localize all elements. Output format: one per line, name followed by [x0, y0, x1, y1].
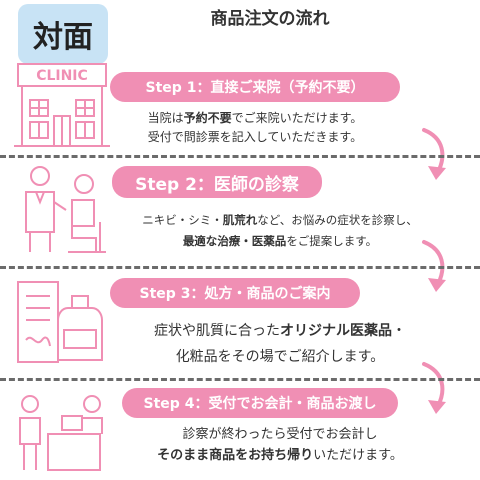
doctor-patient-icon [25, 166, 106, 253]
step-1-description: 当院は予約不要でご来院いただけます。 受付で問診票を記入していただきます。 [147, 111, 363, 144]
section-divider [0, 266, 480, 269]
section-divider [0, 378, 480, 381]
page-title: 商品注文の流れ [210, 9, 330, 29]
mode-badge: 対面 [18, 4, 108, 64]
step-3-description: 症状や肌質に合ったオリジナル医薬品・ 化粧品をその場でご紹介します。 [154, 323, 406, 365]
curved-arrow-icon [422, 362, 446, 414]
clinic-icon: CLINIC [14, 63, 110, 147]
step-4-description: 診察が終わったら受付でお会計し そのまま商品をお持ち帰りいただけます。 [157, 427, 403, 463]
step-3-label: Step 3：処方・商品のご案内 [110, 278, 360, 308]
step-4-label: Step 4：受付でお会計・商品お渡し [122, 388, 398, 418]
curved-arrow-icon [422, 128, 446, 180]
step-1-label: Step 1：直接ご来院（予約不要） [110, 72, 400, 102]
step-2-description: ニキビ・シミ・肌荒れなど、お悩みの症状を診察し、 最適な治療・医薬品をご提案しま… [142, 213, 418, 248]
prescription-bottle-icon [17, 281, 103, 363]
step-2-label: Step 2：医師の診察 [112, 166, 322, 198]
reception-counter-icon [19, 395, 103, 471]
section-divider [0, 155, 480, 158]
clinic-sign-text: CLINIC [36, 68, 88, 84]
curved-arrow-icon [422, 240, 446, 292]
